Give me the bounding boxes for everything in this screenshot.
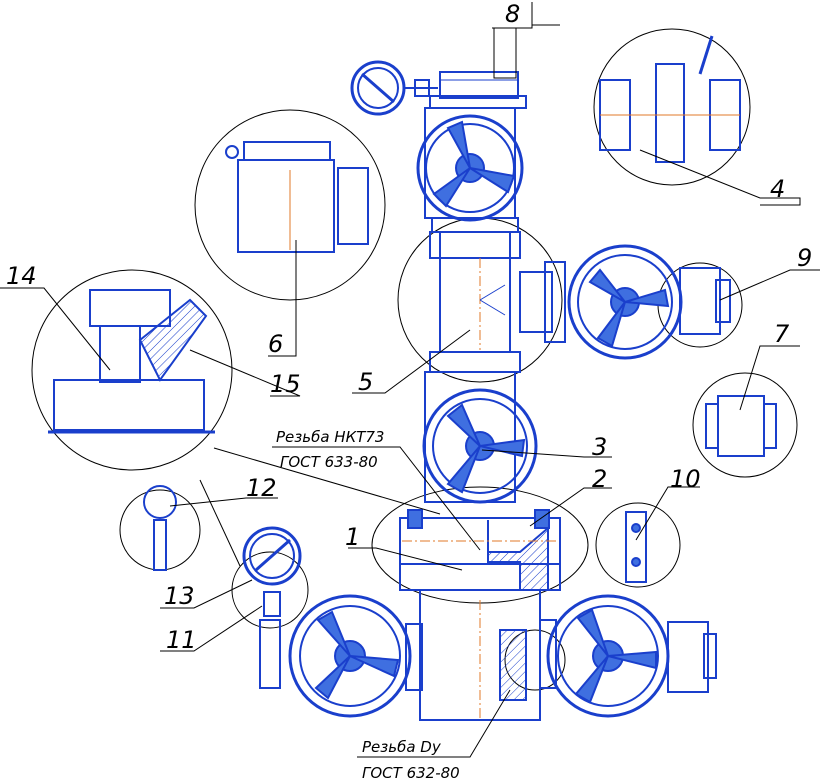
detail-10-seal [625, 511, 647, 583]
callout-13: 13 [164, 582, 195, 610]
upper-valve-handwheel [416, 114, 524, 222]
note-dy-line1: Резьба Dy [362, 738, 442, 756]
callout-10: 10 [670, 465, 701, 493]
detail-4-flange [599, 35, 741, 163]
detail-circle-4 [593, 28, 751, 186]
note-nkt-line1: Резьба НКТ73 [276, 428, 384, 446]
main-stack [143, 27, 731, 721]
top-pressure-gauge [350, 60, 438, 116]
callout-12: 12 [246, 474, 277, 502]
lower-pressure-gauge [242, 526, 302, 617]
callout-4: 4 [770, 175, 785, 203]
leader-lines [0, 2, 820, 758]
detail-circle-12 [119, 489, 201, 571]
note-nkt-line2: ГОСТ 633-80 [280, 453, 378, 471]
thread-notes: Резьба НКТ73 ГОСТ 633-80 Резьба Dy ГОСТ … [276, 428, 460, 782]
callout-1: 1 [345, 523, 360, 551]
callout-5: 5 [358, 368, 373, 396]
tee-body [439, 231, 511, 353]
detail-circle-7 [692, 372, 798, 478]
detail-circle-14 [31, 269, 233, 471]
detail-circle-1 [371, 486, 589, 604]
detail-circle-10 [595, 502, 681, 588]
bottom-right-valve [539, 594, 717, 718]
callout-numbers: 1 2 3 4 5 6 7 8 9 10 11 12 13 14 15 [6, 0, 812, 654]
callout-6: 6 [268, 330, 283, 358]
callout-3: 3 [592, 433, 607, 461]
bottom-left-valve [259, 594, 423, 718]
middle-valve-handwheel [422, 388, 538, 504]
callout-7: 7 [774, 320, 790, 348]
callout-2: 2 [592, 465, 607, 493]
callout-14: 14 [6, 262, 37, 290]
detail-6-valve-body [225, 141, 369, 253]
callout-9: 9 [797, 244, 812, 272]
small-gauge-detail [143, 485, 177, 571]
callout-8: 8 [505, 0, 520, 28]
detail-7-plug [705, 395, 777, 457]
side-valve-right [544, 244, 731, 360]
callout-15: 15 [270, 370, 301, 398]
note-dy-line2: ГОСТ 632-80 [362, 764, 460, 782]
detail-circle-6 [194, 109, 386, 301]
callout-11: 11 [166, 626, 197, 654]
top-cap [439, 71, 519, 99]
detail-14-section [48, 289, 215, 434]
